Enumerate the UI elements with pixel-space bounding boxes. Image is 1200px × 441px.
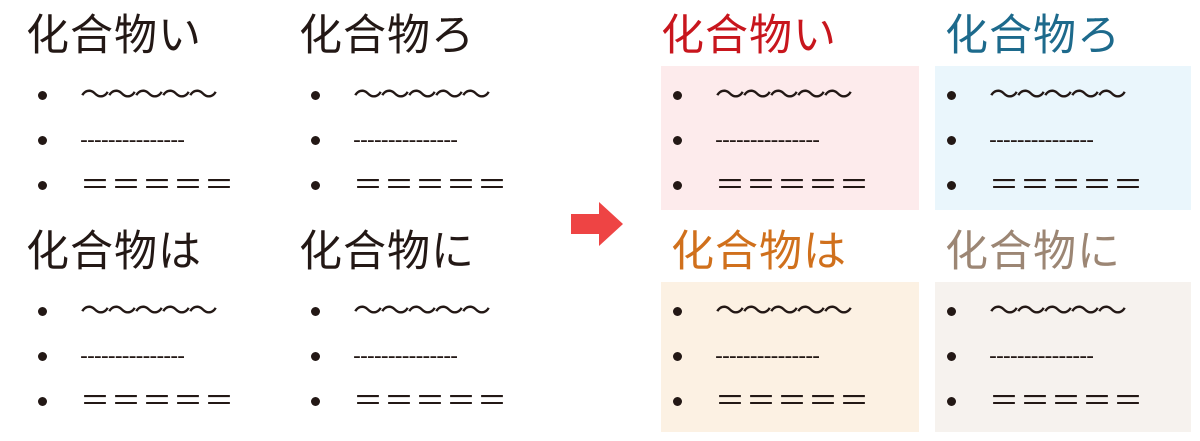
compound-title: 化合物は [26, 227, 202, 277]
item-text: ＝＝＝＝＝ [715, 168, 870, 203]
item-text: --------------- [989, 128, 1094, 153]
compound-block-ha-colored: 化合物は 〜〜〜〜〜 --------------- ＝＝＝＝＝ [661, 226, 919, 432]
list-item: 〜〜〜〜〜 [661, 76, 919, 116]
list-item: 〜〜〜〜〜 [299, 292, 557, 332]
item-text: 〜〜〜〜〜 [80, 78, 218, 113]
item-panel: 〜〜〜〜〜 --------------- ＝＝＝＝＝ [661, 66, 919, 210]
bullet-icon [38, 181, 47, 190]
compound-block-ni-plain: 化合物に 〜〜〜〜〜 --------------- ＝＝＝＝＝ [299, 226, 557, 432]
list-item: --------------- [26, 337, 284, 377]
item-text: --------------- [353, 128, 458, 153]
list-item: ＝＝＝＝＝ [661, 382, 919, 422]
item-text: --------------- [989, 344, 1094, 369]
list-item: --------------- [935, 337, 1191, 377]
item-text: ＝＝＝＝＝ [353, 384, 508, 419]
list-item: 〜〜〜〜〜 [661, 292, 919, 332]
item-text: 〜〜〜〜〜 [715, 294, 853, 329]
bullet-icon [38, 136, 47, 145]
compound-title: 化合物に [945, 227, 1121, 277]
list-item: 〜〜〜〜〜 [26, 292, 284, 332]
item-panel: 〜〜〜〜〜 --------------- ＝＝＝＝＝ [661, 282, 919, 432]
item-text: --------------- [715, 128, 820, 153]
bullet-icon [673, 397, 682, 406]
list-item: ＝＝＝＝＝ [935, 166, 1191, 206]
item-panel: 〜〜〜〜〜 --------------- ＝＝＝＝＝ [299, 66, 557, 216]
item-text: ＝＝＝＝＝ [715, 384, 870, 419]
bullet-icon [673, 352, 682, 361]
item-text: 〜〜〜〜〜 [353, 78, 491, 113]
bullet-icon [673, 136, 682, 145]
compound-block-ro-colored: 化合物ろ 〜〜〜〜〜 --------------- ＝＝＝＝＝ [935, 10, 1191, 216]
bullet-icon [947, 136, 956, 145]
bullet-icon [947, 91, 956, 100]
right-arrow-icon [571, 202, 623, 246]
list-item: --------------- [299, 121, 557, 161]
bullet-icon [38, 91, 47, 100]
bullet-icon [311, 397, 320, 406]
item-text: ＝＝＝＝＝ [989, 384, 1144, 419]
list-item: --------------- [935, 121, 1191, 161]
item-text: --------------- [80, 128, 185, 153]
item-text: 〜〜〜〜〜 [715, 78, 853, 113]
compound-title: 化合物ろ [945, 11, 1121, 61]
bullet-icon [311, 352, 320, 361]
item-text: 〜〜〜〜〜 [989, 78, 1127, 113]
item-panel: 〜〜〜〜〜 --------------- ＝＝＝＝＝ [299, 282, 557, 432]
item-panel: 〜〜〜〜〜 --------------- ＝＝＝＝＝ [26, 282, 284, 432]
item-panel: 〜〜〜〜〜 --------------- ＝＝＝＝＝ [935, 282, 1191, 432]
item-text: 〜〜〜〜〜 [80, 294, 218, 329]
item-text: ＝＝＝＝＝ [80, 384, 235, 419]
item-panel: 〜〜〜〜〜 --------------- ＝＝＝＝＝ [26, 66, 284, 216]
list-item: --------------- [661, 121, 919, 161]
list-item: 〜〜〜〜〜 [26, 76, 284, 116]
compound-title: 化合物い [661, 11, 837, 61]
bullet-icon [311, 307, 320, 316]
bullet-icon [311, 91, 320, 100]
list-item: ＝＝＝＝＝ [299, 166, 557, 206]
item-text: --------------- [353, 344, 458, 369]
list-item: ＝＝＝＝＝ [935, 382, 1191, 422]
compound-title: 化合物に [299, 227, 475, 277]
bullet-icon [947, 307, 956, 316]
item-text: 〜〜〜〜〜 [989, 294, 1127, 329]
bullet-icon [947, 181, 956, 190]
bullet-icon [947, 352, 956, 361]
compound-title: 化合物は [671, 227, 847, 277]
item-text: --------------- [715, 344, 820, 369]
list-item: --------------- [661, 337, 919, 377]
list-item: ＝＝＝＝＝ [26, 382, 284, 422]
list-item: ＝＝＝＝＝ [661, 166, 919, 206]
bullet-icon [673, 307, 682, 316]
compound-block-ni-colored: 化合物に 〜〜〜〜〜 --------------- ＝＝＝＝＝ [935, 226, 1191, 432]
item-text: ＝＝＝＝＝ [989, 168, 1144, 203]
compound-title: 化合物ろ [299, 11, 475, 61]
compound-block-i-plain: 化合物い 〜〜〜〜〜 --------------- ＝＝＝＝＝ [26, 10, 284, 216]
list-item: ＝＝＝＝＝ [299, 382, 557, 422]
compound-block-ha-plain: 化合物は 〜〜〜〜〜 --------------- ＝＝＝＝＝ [26, 226, 284, 432]
bullet-icon [38, 352, 47, 361]
item-text: ＝＝＝＝＝ [353, 168, 508, 203]
list-item: --------------- [26, 121, 284, 161]
list-item: ＝＝＝＝＝ [26, 166, 284, 206]
bullet-icon [947, 397, 956, 406]
bullet-icon [311, 181, 320, 190]
item-text: ＝＝＝＝＝ [80, 168, 235, 203]
list-item: 〜〜〜〜〜 [299, 76, 557, 116]
compound-block-i-colored: 化合物い 〜〜〜〜〜 --------------- ＝＝＝＝＝ [661, 10, 919, 216]
item-panel: 〜〜〜〜〜 --------------- ＝＝＝＝＝ [935, 66, 1191, 210]
compound-block-ro-plain: 化合物ろ 〜〜〜〜〜 --------------- ＝＝＝＝＝ [299, 10, 557, 216]
list-item: 〜〜〜〜〜 [935, 76, 1191, 116]
item-text: --------------- [80, 344, 185, 369]
bullet-icon [38, 397, 47, 406]
compound-title: 化合物い [26, 11, 202, 61]
item-text: 〜〜〜〜〜 [353, 294, 491, 329]
list-item: --------------- [299, 337, 557, 377]
bullet-icon [38, 307, 47, 316]
bullet-icon [311, 136, 320, 145]
bullet-icon [673, 91, 682, 100]
bullet-icon [673, 181, 682, 190]
list-item: 〜〜〜〜〜 [935, 292, 1191, 332]
